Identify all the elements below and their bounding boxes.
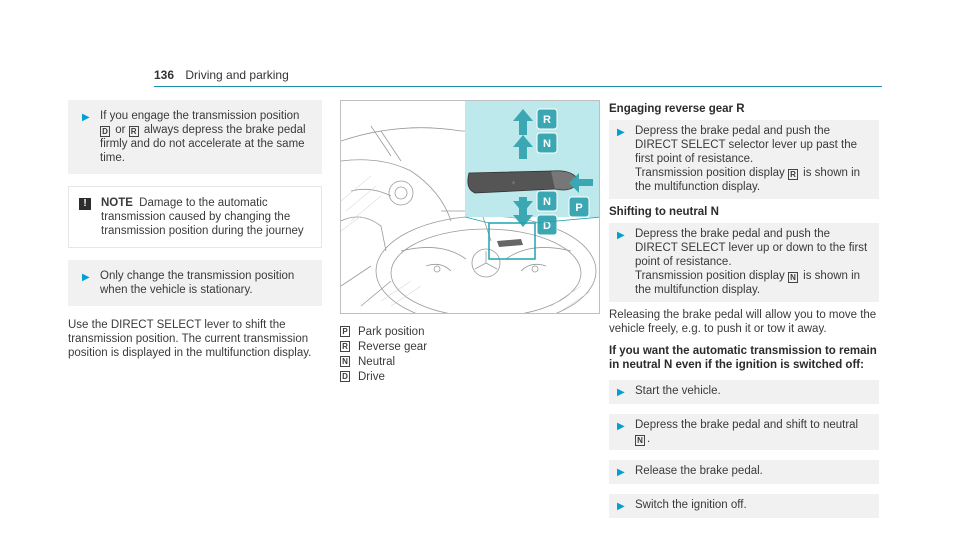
neutral-step: ▶ Depress the brake pedal and push the D… bbox=[609, 223, 879, 302]
engage-instruction: ▶ If you engage the transmission positio… bbox=[68, 100, 322, 174]
bullet-arrow-icon: ▶ bbox=[617, 421, 625, 432]
bullet-arrow-icon: ▶ bbox=[617, 230, 625, 241]
engage-text-line1: If you engage the transmission position bbox=[100, 110, 300, 122]
cockpit-illustration: ⁘ R N N D P bbox=[341, 101, 599, 313]
ignition-off-step: ▶ Switch the ignition off. bbox=[609, 494, 879, 518]
legend-label: Park position bbox=[358, 325, 425, 338]
release-step: ▶ Release the brake pedal. bbox=[609, 460, 879, 484]
legend-label: Drive bbox=[358, 370, 385, 383]
note-box: ! NOTE Damage to the automatic transmiss… bbox=[68, 186, 322, 248]
bullet-arrow-icon: ▶ bbox=[617, 467, 625, 478]
neutral-step-line2-end: is shown in the multifunction display. bbox=[635, 270, 861, 296]
release-paragraph: Releasing the brake pedal will allow you… bbox=[609, 309, 877, 335]
label-n-up-box bbox=[536, 132, 558, 154]
bullet-arrow-icon: ▶ bbox=[617, 501, 625, 512]
reverse-step-text: Depress the brake pedal and push the DIR… bbox=[635, 124, 871, 194]
bullet-arrow-icon: ▶ bbox=[82, 112, 90, 123]
reverse-step-line2: Transmission position display bbox=[635, 167, 788, 179]
gear-d-icon: D bbox=[340, 371, 350, 382]
direct-select-paragraph: Use the DIRECT SELECT lever to shift the… bbox=[68, 319, 312, 359]
warning-icon: ! bbox=[79, 196, 101, 238]
label-r: R bbox=[543, 114, 551, 126]
reverse-step-line2-end: is shown in the multifunction display. bbox=[635, 167, 861, 193]
reverse-step-line1: Depress the brake pedal and push the DIR… bbox=[635, 125, 858, 165]
gear-r-icon: R bbox=[340, 341, 350, 352]
middle-column: ⁘ R N N D P bbox=[340, 100, 600, 384]
section-title: Driving and parking bbox=[185, 68, 289, 82]
label-d: D bbox=[543, 220, 551, 232]
label-r-box bbox=[536, 108, 558, 130]
label-n-down: N bbox=[543, 196, 551, 208]
header-divider bbox=[154, 86, 882, 87]
start-step: ▶ Start the vehicle. bbox=[609, 380, 879, 404]
reverse-heading: Engaging reverse gear R bbox=[609, 103, 745, 115]
neutral-step-line1: Depress the brake pedal and push the DIR… bbox=[635, 228, 868, 268]
gear-n-icon: N bbox=[340, 356, 350, 367]
label-p: P bbox=[575, 202, 582, 214]
legend-item: P Park position bbox=[340, 324, 600, 339]
gear-r-icon: R bbox=[128, 126, 139, 137]
reverse-step: ▶ Depress the brake pedal and push the D… bbox=[609, 120, 879, 199]
shift-step: ▶ Depress the brake pedal and shift to n… bbox=[609, 414, 879, 450]
right-column: Engaging reverse gear R ▶ Depress the br… bbox=[609, 102, 879, 524]
svg-text:⁘: ⁘ bbox=[511, 180, 516, 187]
note-text: NOTE Damage to the automatic transmissio… bbox=[101, 196, 311, 238]
ignition-off-step-text: Switch the ignition off. bbox=[635, 499, 747, 511]
page-header: 136 Driving and parking bbox=[154, 68, 289, 82]
shift-step-line: Depress the brake pedal and shift to neu… bbox=[635, 419, 859, 431]
label-n-down-box bbox=[536, 190, 558, 212]
neutral-ignition-heading: If you want the automatic transmission t… bbox=[609, 345, 877, 371]
engage-or: or bbox=[112, 124, 129, 136]
gear-d-icon: D bbox=[100, 126, 110, 137]
label-d-box bbox=[536, 214, 558, 236]
bullet-arrow-icon: ▶ bbox=[82, 272, 90, 283]
note-body: Damage to the automatic transmission cau… bbox=[101, 197, 304, 237]
stationary-instruction: ▶ Only change the transmission position … bbox=[68, 260, 322, 306]
shift-step-text: Depress the brake pedal and shift to neu… bbox=[635, 419, 859, 446]
gear-n-icon: N bbox=[787, 272, 798, 283]
legend-label: Reverse gear bbox=[358, 340, 428, 353]
legend-label: Neutral bbox=[358, 355, 396, 368]
legend-item: D Drive bbox=[340, 369, 600, 384]
stationary-text: Only change the transmission position wh… bbox=[100, 270, 295, 296]
label-n-up: N bbox=[543, 138, 551, 150]
engage-text-rest: always depress the brake pedal firmly an… bbox=[100, 124, 306, 164]
engage-text: If you engage the transmission position … bbox=[100, 109, 312, 165]
left-column: ▶ If you engage the transmission positio… bbox=[68, 100, 322, 360]
gear-p-icon: P bbox=[340, 326, 350, 337]
bullet-arrow-icon: ▶ bbox=[617, 387, 625, 398]
note-label: NOTE bbox=[101, 197, 133, 209]
release-step-text: Release the brake pedal. bbox=[635, 465, 763, 477]
gear-r-icon: R bbox=[787, 169, 798, 180]
legend-item: R Reverse gear bbox=[340, 339, 600, 354]
start-step-text: Start the vehicle. bbox=[635, 385, 721, 397]
neutral-step-line2: Transmission position display bbox=[635, 270, 788, 282]
neutral-step-text: Depress the brake pedal and push the DIR… bbox=[635, 227, 871, 297]
gear-n-icon: N bbox=[635, 435, 645, 446]
bullet-arrow-icon: ▶ bbox=[617, 127, 625, 138]
label-p-box bbox=[568, 196, 590, 218]
direct-select-figure: ⁘ R N N D P bbox=[340, 100, 600, 314]
legend-item: N Neutral bbox=[340, 354, 600, 369]
page-number: 136 bbox=[154, 68, 175, 82]
gear-legend: P Park position R Reverse gear N Neutral… bbox=[340, 324, 600, 384]
neutral-heading: Shifting to neutral N bbox=[609, 206, 719, 218]
